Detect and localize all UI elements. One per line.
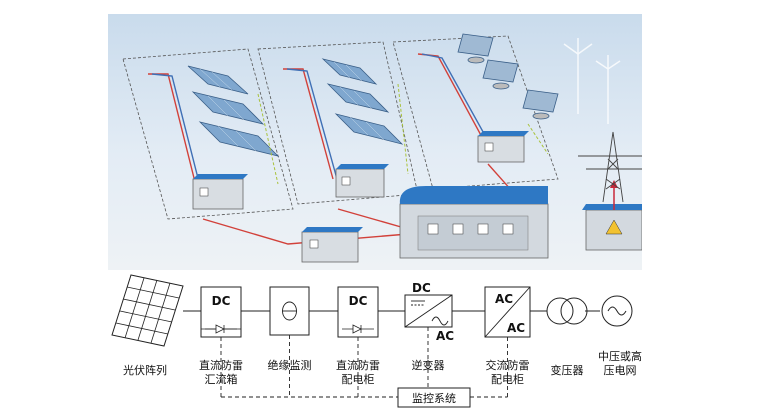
dc-cabinet-label-2: 配电柜 [342,373,375,386]
combiner-boxes [192,131,529,263]
dc-combiner-block: DC [200,286,242,338]
monitoring-block: 监控系统 [397,387,471,408]
signal-lines [257,83,549,185]
wind-turbine-icons [563,38,621,124]
transformer-station [582,180,642,251]
inverter-block: DC AC [404,281,454,343]
pv-array-label: 光伏阵列 [123,363,167,377]
inverter-dc-label: DC [412,281,431,295]
insulation-monitor-label: 绝缘监测 [268,358,312,372]
solar-trackers [457,33,559,120]
ac-cabinet-label-2: 配电柜 [491,373,524,386]
solar-panel-rows [187,58,404,157]
dc-combiner-label-2: 汇流箱 [205,372,238,386]
dc-cabinet-block: DC [337,286,379,338]
inverter-station [399,186,549,259]
ac-label-bottom: AC [507,321,525,335]
background-sky [108,14,642,270]
ac-label-top: AC [495,292,513,306]
ac-wave-icon [431,316,449,326]
monitoring-label: 监控系统 [412,391,456,405]
inverter-ac-label: AC [436,329,454,343]
system-block-diagram: DC DC [111,274,642,408]
grid-label-2: 压电网 [604,364,637,377]
inverter-label: 逆变器 [412,358,445,372]
transmission-tower-icon [578,131,642,203]
grid-icon [601,295,633,327]
pv-plant-illustration [108,14,642,270]
diode-icon [342,324,374,334]
dc-combiner-label-1: 直流防雷 [199,358,243,372]
dc-label: DC [212,294,231,308]
diode-icon [205,324,237,334]
ac-cabinet-label-1: 交流防雷 [486,358,530,372]
transformer-label: 变压器 [551,363,584,377]
grid-label-1: 中压或高 [598,349,642,363]
insulation-monitor-block [269,286,310,336]
dc-cables [148,53,529,245]
ac-cabinet-block: AC AC [484,286,531,338]
dc-symbol-icon [411,300,425,306]
dc-label: DC [349,294,368,308]
dc-cabinet-label-1: 直流防雷 [336,358,380,372]
monitoring-links [220,327,508,398]
transformer-icon [546,297,588,325]
pv-array-icon [111,274,184,347]
